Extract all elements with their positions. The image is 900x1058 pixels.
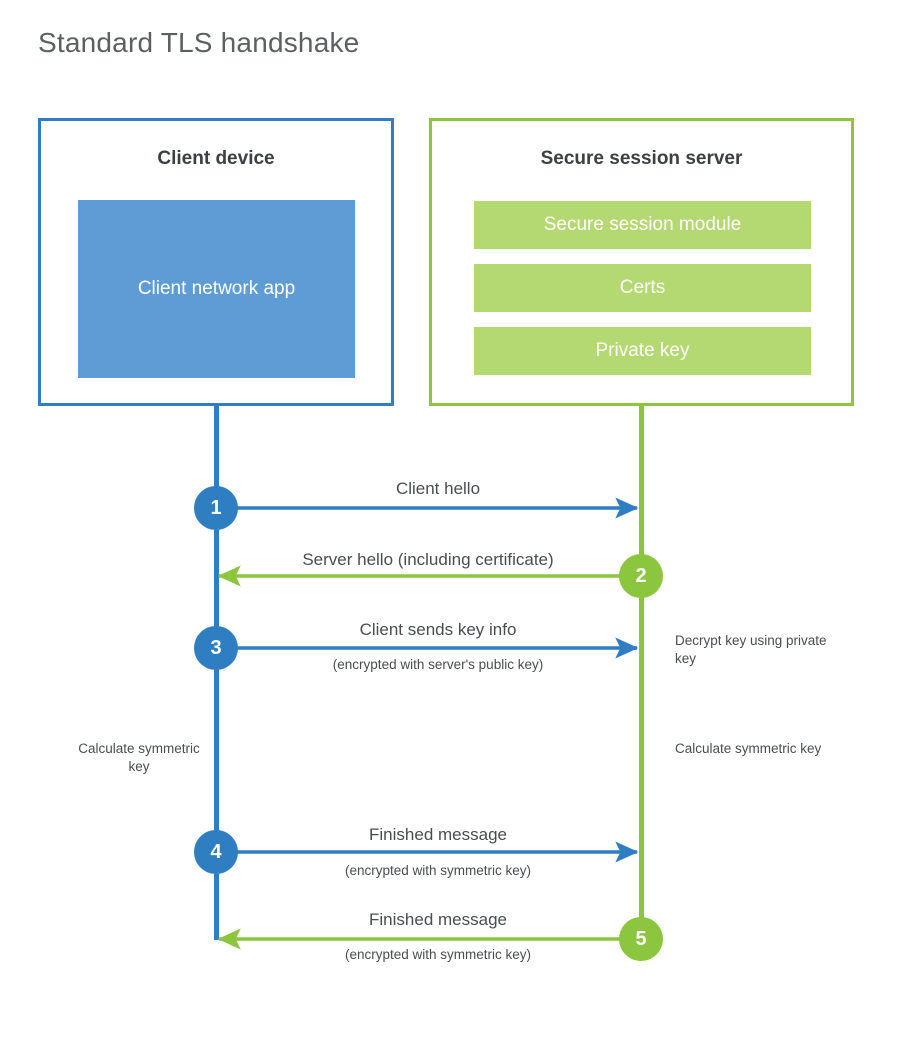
client-network-app-box: Client network app (78, 200, 355, 378)
server-lifeline (639, 403, 644, 940)
client-device-heading: Client device (157, 148, 275, 169)
step-badge-3: 3 (194, 626, 238, 670)
step-badge-5: 5 (619, 917, 663, 961)
secure-session-server-panel: Secure session server Secure session mod… (429, 118, 854, 406)
note-calculate-symmetric-key-client: Calculate symmetric key (78, 741, 200, 774)
step-badge-2: 2 (619, 554, 663, 598)
message-label-1: Client hello (395, 479, 481, 498)
server-component-list: Secure session module Certs Private key (474, 201, 811, 375)
note-decrypt-key: Decrypt key using private key (675, 633, 827, 666)
message-sublabel-4: (encrypted with symmetric key) (344, 863, 532, 878)
message-label-4: Finished message (369, 825, 507, 844)
secure-session-server-heading: Secure session server (540, 148, 743, 169)
page-title: Standard TLS handshake (38, 27, 360, 58)
client-lifeline (214, 403, 219, 940)
note-calculate-symmetric-key-server: Calculate symmetric key (675, 741, 822, 756)
message-label-2: Server hello (including certificate) (302, 550, 554, 569)
message-label-3: Client sends key info (359, 620, 517, 639)
step-badge-1: 1 (194, 486, 238, 530)
message-label-5: Finished message (369, 910, 507, 929)
message-sublabel-3: (encrypted with server's public key) (332, 657, 544, 672)
server-component-secure-session-module: Secure session module (474, 201, 811, 249)
message-sublabel-5: (encrypted with symmetric key) (344, 947, 532, 962)
step-badge-4: 4 (194, 830, 238, 874)
server-component-certs: Certs (474, 264, 811, 312)
client-device-panel: Client device Client network app (38, 118, 394, 406)
server-component-private-key: Private key (474, 327, 811, 375)
